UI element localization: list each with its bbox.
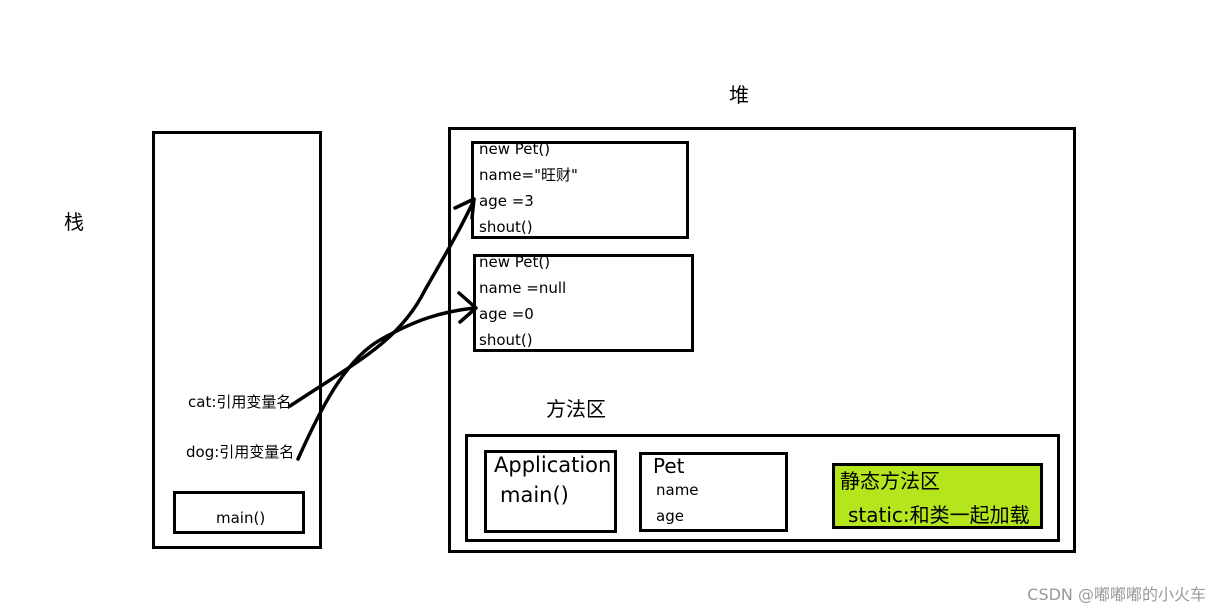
heap-label: 堆 [729, 83, 749, 107]
object-line: age =3 [479, 192, 534, 210]
object-line: shout() [479, 218, 533, 236]
application-main-method: main() [500, 483, 569, 507]
main-frame-box [173, 491, 305, 534]
main-frame-label: main() [216, 509, 266, 527]
object-line: new Pet() [479, 140, 551, 158]
object-line: new Pet() [479, 253, 551, 271]
application-class-box [484, 450, 617, 533]
static-method-area-title: 静态方法区 [840, 469, 940, 493]
object-line: name="旺财" [479, 166, 578, 184]
cat-reference-label: cat:引用变量名 [188, 393, 292, 411]
pet-class-title: Pet [653, 454, 685, 478]
pet-class-box [639, 452, 788, 532]
static-method-area-desc: static:和类一起加载 [848, 503, 1030, 527]
object-line: shout() [479, 331, 533, 349]
object-line: name =null [479, 279, 567, 297]
method-area-box [465, 434, 1060, 542]
pet-field-age: age [656, 507, 684, 525]
stack-label: 栈 [64, 210, 84, 234]
pet-field-name: name [656, 481, 699, 499]
watermark: CSDN @嘟嘟嘟的小火车 [1027, 585, 1206, 604]
method-area-label: 方法区 [546, 397, 606, 421]
heap-object-cat [471, 141, 689, 239]
stack-box [152, 131, 322, 549]
application-class-title: Application [494, 453, 612, 477]
static-method-area-box [832, 463, 1043, 529]
dog-reference-label: dog:引用变量名 [186, 443, 295, 461]
object-line: age =0 [479, 305, 534, 323]
